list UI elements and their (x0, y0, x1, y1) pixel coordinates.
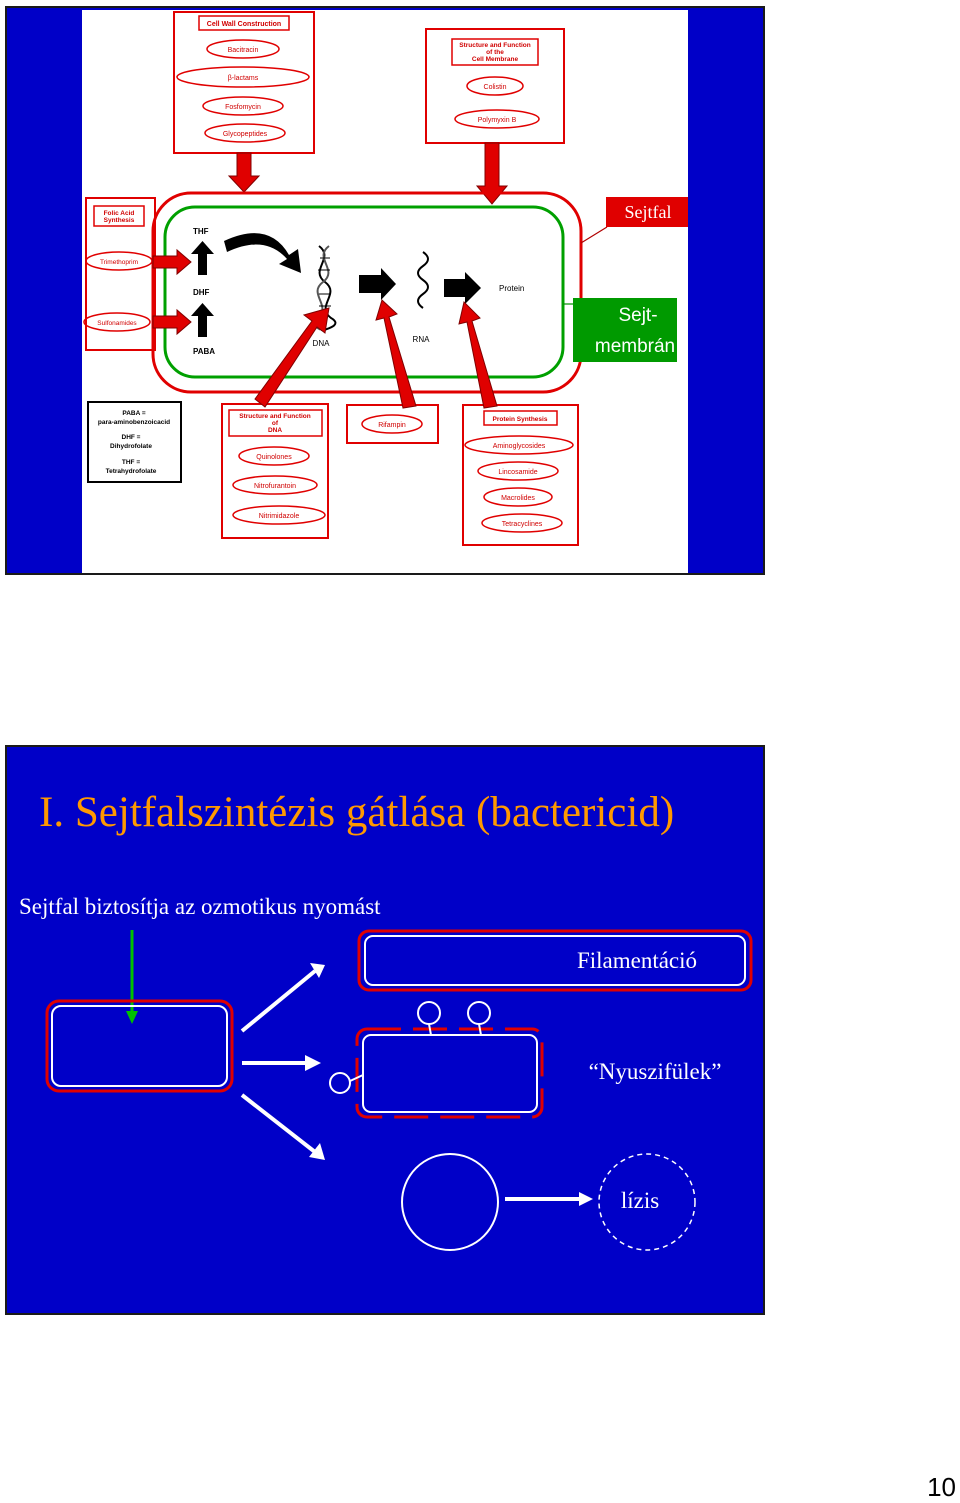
folic-title-line-2: Synthesis (104, 217, 135, 224)
slide-title: I. Sejtfalszintézis gátlása (bactericid) (39, 789, 674, 836)
rabbit-ears-cell-damaged-wall (355, 1027, 544, 1119)
drug-glycopeptides: Glycopeptides (223, 131, 268, 138)
membrane-title-line-2: of the (486, 49, 504, 56)
rna-squiggle-icon (417, 251, 429, 309)
cell-wall-title: Cell Wall Construction (207, 21, 281, 28)
spheroplast-circle (401, 1153, 499, 1251)
slide-2-canvas: I. Sejtfalszintézis gátlása (bactericid)… (19, 789, 753, 1251)
bacterium-outer-wall (45, 999, 234, 1093)
folic-acid-box: Folic Acid Synthesis Trimethoprim Sulfon… (83, 197, 156, 351)
membrane-title-line-3: Cell Membrane (472, 56, 519, 63)
sejtfal-callout-text: Sejtfal (625, 202, 672, 222)
slide-1: Cell Wall Construction Bacitracin β-lact… (5, 6, 765, 575)
drug-tetracyclines: Tetracyclines (502, 521, 543, 528)
dna-box-title-line-2: of (272, 420, 279, 427)
sejtmembran-callout-line-2: membrán (595, 336, 675, 357)
rabbit-ears-cell-membrane (362, 1034, 538, 1113)
rabbit-ears-label: “Nyuszifülek” (589, 1059, 722, 1084)
filament-cell-membrane (364, 935, 746, 986)
branch-arrow-down (240, 1093, 325, 1160)
legend-line-1: PABA = (122, 410, 146, 417)
label-rna: RNA (413, 335, 431, 344)
filamentation-label: Filamentáció (577, 948, 697, 973)
dhf-to-thf-arrow (191, 241, 214, 275)
cell-wall-outline (151, 191, 583, 394)
drug-sulfonamides: Sulfonamides (97, 320, 137, 327)
protein-synthesis-box: Protein Synthesis Aminoglycosides Lincos… (462, 404, 579, 546)
membrane-bleb-1 (417, 1001, 441, 1036)
dna-box-arrow (254, 307, 330, 408)
lysed-cell-dashed-circle (598, 1153, 696, 1251)
branch-arrow-up (240, 963, 325, 1033)
label-dna: DNA (313, 339, 331, 348)
drug-lincosamide: Lincosamide (498, 469, 537, 476)
drug-rifampin: Rifampin (378, 422, 406, 429)
drug-polymyxin-b: Polymyxin B (478, 117, 517, 124)
lysis-label: lízis (621, 1188, 659, 1213)
dna-box-title-line-1: Structure and Function (239, 413, 311, 420)
bacterium-membrane (51, 1005, 228, 1087)
drug-quinolones: Quinolones (256, 454, 292, 461)
label-dhf: DHF (193, 288, 210, 297)
drug-macrolides: Macrolides (501, 495, 535, 502)
sejtmembran-callout: Sejt- membrán (573, 298, 677, 362)
drug-colistin: Colistin (484, 84, 507, 91)
trimethoprim-arrow (152, 248, 192, 276)
pressure-arrow-head (126, 1011, 138, 1024)
folic-title-line-1: Folic Acid (104, 210, 135, 217)
membrane-arrow (475, 142, 509, 205)
slide-1-canvas: Cell Wall Construction Bacitracin β-lact… (82, 10, 688, 573)
dna-to-rna-arrow (359, 268, 396, 300)
rna-to-protein-arrow (444, 272, 481, 304)
cell-membrane-outline (163, 205, 565, 379)
page-number: 10 (927, 1472, 956, 1502)
drug-nitrimidazole: Nitrimidazole (259, 513, 300, 520)
paba-to-dhf-arrow (191, 303, 214, 337)
cell-membrane-box: Structure and Function of the Cell Membr… (425, 28, 565, 144)
drug-fosfomycin: Fosfomycin (225, 104, 261, 111)
drug-nitrofurantoin: Nitrofurantoin (254, 483, 296, 490)
legend-line-2: para-aminobenzoicacid (98, 419, 170, 426)
sejtfal-pointer-line (580, 226, 608, 244)
lysis-arrow (505, 1192, 593, 1206)
sejtmembran-callout-line-1: Sejt- (618, 305, 657, 326)
drug-aminoglycosides: Aminoglycosides (493, 443, 546, 450)
branch-arrow-middle (242, 1055, 321, 1071)
dna-box-title-line-3: DNA (268, 427, 282, 434)
label-thf: THF (193, 227, 209, 236)
membrane-bleb-2 (467, 1001, 491, 1036)
legend-line-3: DHF = (122, 434, 141, 441)
membrane-title-line-1: Structure and Function (459, 42, 531, 49)
drug-beta-lactams: β-lactams (228, 75, 259, 82)
dna-structure-box: Structure and Function of DNA Quinolones… (221, 403, 329, 539)
slide-2: I. Sejtfalszintézis gátlása (bactericid)… (5, 745, 765, 1315)
membrane-bleb-3 (329, 1072, 364, 1094)
thf-to-dna-curved-arrow (224, 233, 301, 273)
rifampin-box: Rifampin (346, 404, 439, 444)
protein-box-title: Protein Synthesis (493, 416, 548, 423)
filament-cell-outer-wall (357, 929, 753, 992)
protein-box-arrow (458, 301, 498, 409)
rifampin-arrow (375, 299, 417, 409)
sejtfal-callout: Sejtfal (606, 197, 688, 227)
drug-trimethoprim: Trimethoprim (100, 259, 138, 266)
label-protein: Protein (499, 284, 524, 293)
legend-line-4: Dihydrofolate (110, 443, 152, 450)
drug-bacitracin: Bacitracin (228, 47, 259, 54)
slide-subtitle: Sejtfal biztosítja az ozmotikus nyomást (19, 894, 381, 919)
legend-line-5: THF = (122, 459, 140, 466)
abbreviation-legend: PABA = para-aminobenzoicacid DHF = Dihyd… (87, 401, 182, 483)
label-paba: PABA (193, 347, 215, 356)
sulfonamides-arrow (152, 308, 192, 336)
cell-wall-arrow (227, 152, 261, 193)
legend-line-6: Tetrahydrofolate (106, 468, 157, 475)
